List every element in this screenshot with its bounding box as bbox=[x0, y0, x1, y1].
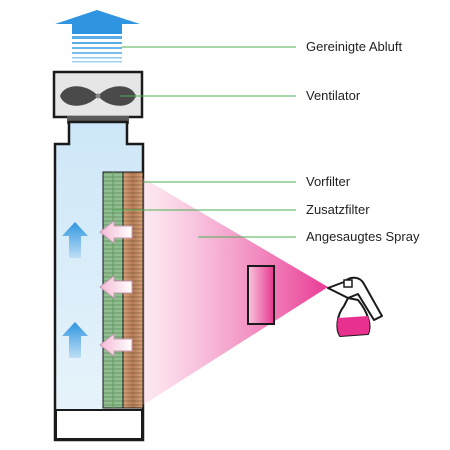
sprayed-object bbox=[247, 265, 275, 325]
label-exhaust: Gereinigte Abluft bbox=[306, 39, 403, 54]
label-fan: Ventilator bbox=[306, 88, 361, 103]
spray-cone bbox=[143, 178, 328, 405]
booth-base bbox=[55, 409, 143, 440]
up-arrow-icon bbox=[62, 222, 88, 358]
spray-bottle-icon bbox=[327, 276, 383, 337]
leader-lines bbox=[113, 46, 296, 238]
label-prefilter: Vorfilter bbox=[306, 174, 351, 189]
up-arrow-icon bbox=[55, 10, 140, 63]
fan-icon bbox=[60, 86, 136, 106]
label-spray: Angesaugtes Spray bbox=[306, 229, 420, 244]
label-extra-filter: Zusatzfilter bbox=[306, 202, 370, 217]
airflow-arrow-icon bbox=[99, 219, 133, 358]
